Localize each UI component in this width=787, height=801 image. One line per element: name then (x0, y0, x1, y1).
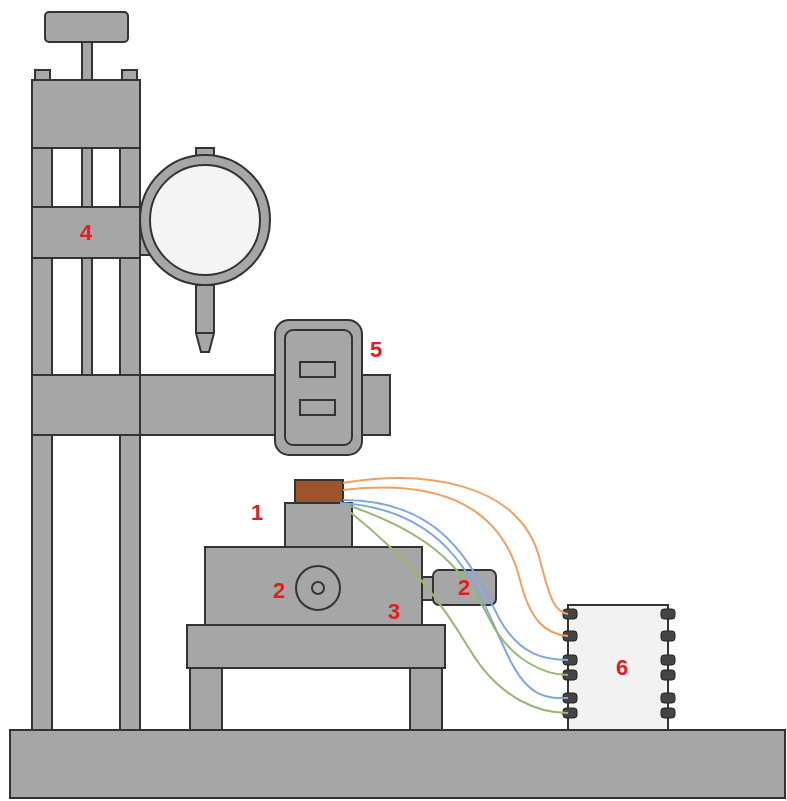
data-logger (568, 605, 668, 730)
terminals (563, 609, 675, 718)
terminal-peg (661, 708, 675, 718)
table-top (187, 625, 445, 668)
sensor-window (300, 362, 335, 377)
stage-block (205, 547, 422, 625)
slider-block (32, 207, 140, 258)
screw-handle (45, 12, 128, 42)
gauge-face (150, 165, 260, 275)
gauge-plunger (196, 285, 214, 352)
table-leg (410, 668, 442, 730)
terminal-peg (661, 631, 675, 641)
table-leg (190, 668, 222, 730)
callout-number: 5 (370, 339, 382, 361)
sensor-device (275, 320, 362, 455)
top-crossbar (32, 80, 140, 148)
callout-number: 1 (251, 502, 263, 524)
terminal-peg (661, 693, 675, 703)
callout-number: 6 (616, 657, 628, 679)
sample (295, 480, 343, 503)
callout-number: 4 (80, 222, 92, 244)
dial-gauge (140, 155, 270, 285)
adjust-knob (296, 566, 340, 610)
terminal-peg (661, 609, 675, 619)
callout-number: 2 (458, 577, 470, 599)
sensor-face (285, 330, 352, 445)
side-knob (433, 570, 496, 605)
sensor-window (300, 400, 335, 415)
callout-number: 3 (388, 601, 400, 623)
wires (340, 478, 568, 713)
arm-left (32, 375, 140, 435)
knob-center (312, 582, 324, 594)
sample-holder (285, 503, 352, 547)
callout-number: 2 (273, 580, 285, 602)
base-plate (10, 730, 785, 798)
terminal-peg (661, 655, 675, 665)
terminal-peg (661, 670, 675, 680)
